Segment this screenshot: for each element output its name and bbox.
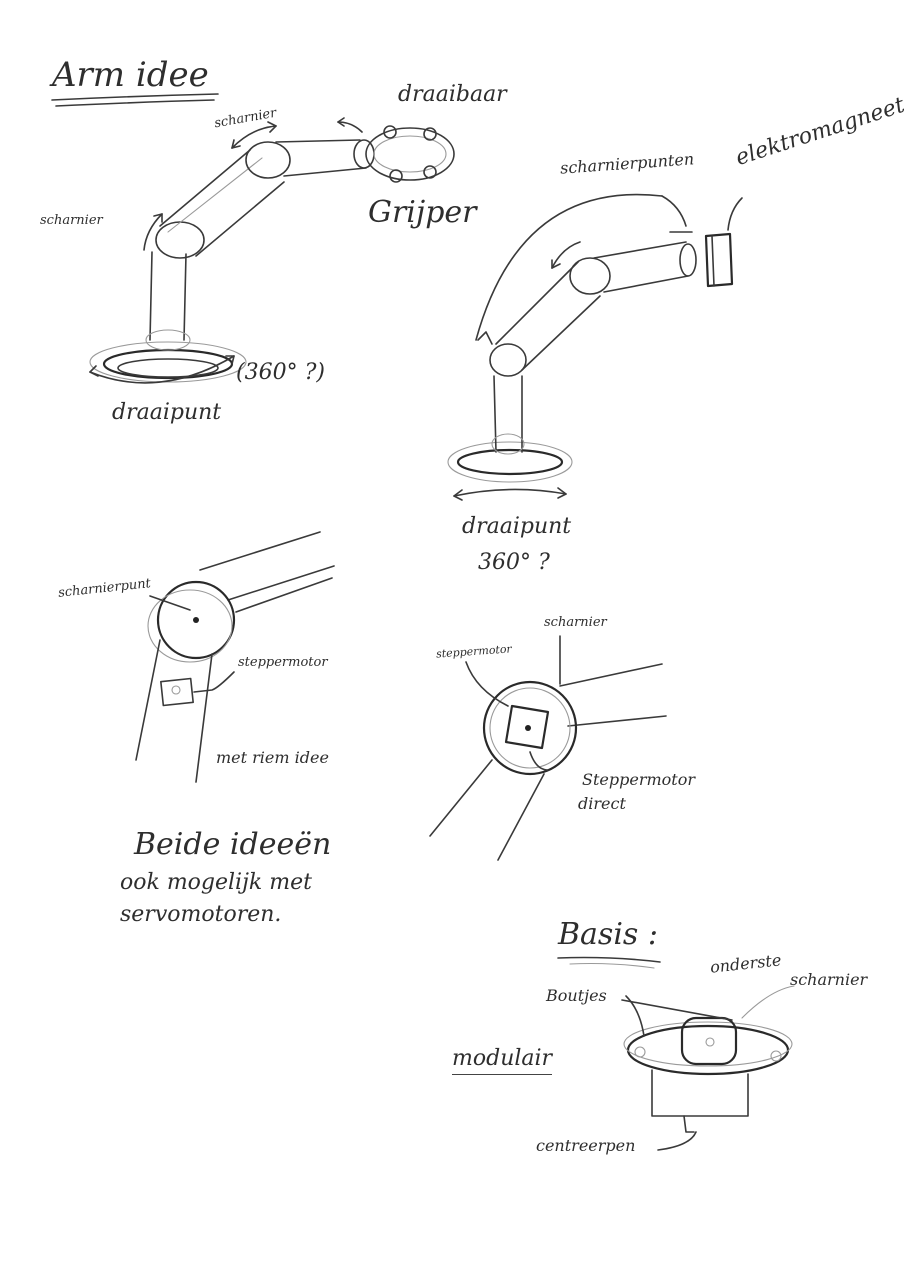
arm-sketch-1 bbox=[90, 118, 454, 383]
label-centreerpen: centreerpen bbox=[536, 1138, 635, 1154]
label-scharnier-left: scharnier bbox=[40, 214, 103, 227]
label-draaipunt-1: draaipunt bbox=[112, 402, 221, 424]
label-grijper: Grijper bbox=[368, 198, 477, 228]
label-scharnier-basis: scharnier bbox=[790, 972, 867, 988]
page-title: Arm idee bbox=[52, 58, 209, 92]
arm-sketch-2 bbox=[448, 195, 742, 500]
label-met-riem-idee: met riem idee bbox=[216, 750, 329, 766]
note-line-2: ook mogelijk met bbox=[120, 872, 312, 894]
label-scharnier-detail: scharnier bbox=[544, 616, 607, 629]
note-line-1: Beide ideeën bbox=[134, 830, 331, 860]
note-line-3: servomotoren. bbox=[120, 904, 281, 926]
label-steppermotor-1: steppermotor bbox=[238, 656, 328, 669]
label-steppermotor-direct-1: Steppermotor bbox=[582, 772, 695, 788]
label-steppermotor-direct-2: direct bbox=[578, 796, 626, 812]
label-boutjes: Boutjes bbox=[546, 988, 607, 1004]
label-rotation-1: (360° ?) bbox=[236, 362, 325, 384]
joint-detail-direct bbox=[430, 636, 666, 860]
label-modulair: modulair bbox=[452, 1048, 552, 1075]
label-draaipunt-2: draaipunt bbox=[462, 516, 571, 538]
label-rotation-2: 360° ? bbox=[478, 552, 550, 574]
title-underline bbox=[52, 94, 218, 106]
basis-title: Basis : bbox=[558, 920, 658, 950]
label-draaibaar: draaibaar bbox=[398, 84, 507, 106]
